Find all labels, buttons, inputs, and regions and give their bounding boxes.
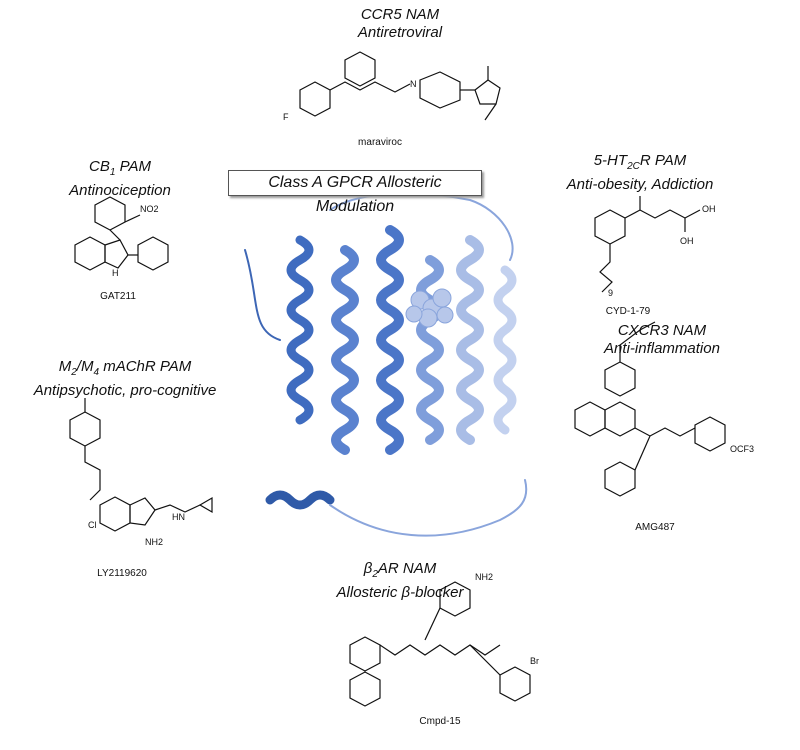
therapeutic-use: Antipsychotic, pro-cognitive [33,382,217,399]
atom-label: N [410,79,417,89]
cyd-1-79-structure [594,196,701,293]
atom-label: HN [172,512,185,522]
atom-label: NO2 [140,204,159,214]
ccr5-label: CCR5 NAM Antiretroviral [358,6,442,42]
target-name: 5-HT2CR PAM [593,152,687,172]
amg487-structure [574,321,726,497]
compound-name: AMG487 [635,522,675,533]
ly2119620-structure [69,398,213,532]
atom-label: H [112,268,119,278]
target-name: CCR5 NAM [360,6,440,23]
target-name: β2AR NAM [363,560,437,580]
compound-name: LY2119620 [97,568,147,579]
atom-label: OH [702,204,716,214]
compound-name: Cmpd-15 [419,716,461,727]
atom-label: Cl [88,520,97,530]
therapeutic-use: Allosteric β-blocker [336,584,464,601]
atom-label: Br [530,656,539,666]
gat211-structure [74,196,169,271]
beta2ar-label: β2AR NAM Allosteric β-blocker [337,560,464,602]
m2-m4-label: M2/M4 mAChR PAM Antipsychotic, pro-cogni… [34,358,217,400]
atom-label: F [283,112,289,122]
atom-label: NH2 [145,537,163,547]
cmpd-15-structure [349,581,531,707]
therapeutic-use: Anti-obesity, Addiction [566,176,714,193]
target-name: M2/M4 mAChR PAM [58,358,192,378]
therapeutic-use: Antinociception [69,182,171,199]
therapeutic-use: Antiretroviral [357,24,443,41]
atom-label: OCF3 [730,444,754,454]
atom-label: NH2 [475,572,493,582]
target-name: CXCR3 NAM [617,322,707,339]
gpcr-protein-ribbon [244,192,528,537]
cb1-label: CB1 PAM Antinociception [69,158,171,200]
figure-title: Class A GPCR Allosteric Modulation [228,170,482,215]
therapeutic-use: Anti-inflammation [604,340,720,357]
atom-label: OH [680,236,694,246]
maraviroc-structure [299,51,501,121]
target-name: CB1 PAM [89,158,151,178]
compound-name: CYD-1-79 [605,306,651,317]
cxcr3-label: CXCR3 NAM Anti-inflammation [604,322,720,358]
compound-name: maraviroc [358,137,402,148]
5ht2c-label: 5-HT2CR PAM Anti-obesity, Addiction [567,152,714,194]
compound-name: GAT211 [100,291,136,302]
atom-label: 9 [608,288,613,298]
